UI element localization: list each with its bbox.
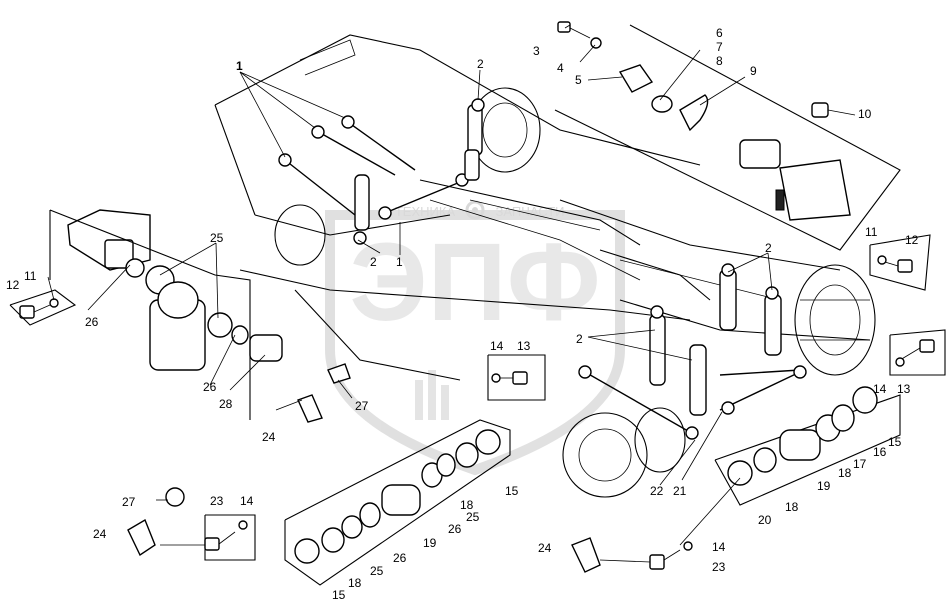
callout-14: 14 xyxy=(490,339,504,353)
callout-13: 13 xyxy=(517,339,531,353)
callout-9: 9 xyxy=(750,64,757,78)
watermark-brand-right: ЗАПЧАСТИ xyxy=(495,204,564,219)
callout-15: 15 xyxy=(505,484,519,498)
callout-17: 17 xyxy=(853,457,867,471)
callout-6: 6 xyxy=(716,26,723,40)
watermark: ЭПФ ТЕХНИКА ЗАПЧАСТИ xyxy=(325,200,625,476)
callout-26: 26 xyxy=(448,522,462,536)
grease-fittings-left xyxy=(297,363,351,423)
logo-shield-icon xyxy=(325,210,625,476)
callout-19: 19 xyxy=(817,479,831,493)
callout-24: 24 xyxy=(538,541,552,555)
callout-25: 25 xyxy=(210,231,224,245)
callout-14: 14 xyxy=(240,494,254,508)
callout-11: 11 xyxy=(865,225,878,239)
bushing-row-lower-center xyxy=(284,419,511,586)
bolt-13-center xyxy=(487,354,546,401)
bolt-3 xyxy=(557,21,591,39)
callout-11: 11 xyxy=(24,269,37,283)
bolt-group-lower-left xyxy=(127,487,256,561)
callout-5: 5 xyxy=(575,73,582,87)
callout-3: 3 xyxy=(533,44,540,58)
callout-12: 12 xyxy=(6,278,20,292)
callout-25: 25 xyxy=(466,510,480,524)
callout-24: 24 xyxy=(93,527,107,541)
callout-1: 1 xyxy=(236,59,243,73)
callout-15: 15 xyxy=(332,588,346,602)
callout-18: 18 xyxy=(838,466,852,480)
wheel-drum-front-left xyxy=(274,204,326,266)
callout-16: 16 xyxy=(873,445,887,459)
wheel-drum-bottom xyxy=(562,407,686,498)
callout-1: 1 xyxy=(396,255,403,269)
inset-fittings xyxy=(554,21,901,251)
watermark-logo: ЭПФ xyxy=(349,221,600,344)
callout-14: 14 xyxy=(712,540,726,554)
callout-23: 23 xyxy=(712,560,726,574)
callout-18: 18 xyxy=(785,500,799,514)
callout-25: 25 xyxy=(370,564,384,578)
callout-18: 18 xyxy=(460,498,474,512)
callout-19: 19 xyxy=(423,536,437,550)
leader-lines xyxy=(47,24,856,563)
reaction-rod-assembly-upper xyxy=(278,98,485,245)
callout-2: 2 xyxy=(370,255,377,269)
callout-labels: 1 2 2 1 2 2 3 4 5 6 7 8 9 10 12 11 11 12… xyxy=(6,26,919,602)
callout-20: 20 xyxy=(758,513,772,527)
callout-18: 18 xyxy=(348,576,362,590)
callout-23: 23 xyxy=(210,494,224,508)
callout-13: 13 xyxy=(897,382,911,396)
bolt-13-right xyxy=(889,329,946,376)
logo-wheat-icon xyxy=(415,370,449,420)
callout-21: 21 xyxy=(673,484,687,498)
callout-10: 10 xyxy=(858,107,872,121)
callout-22: 22 xyxy=(650,484,664,498)
reaction-rod-assembly-lower xyxy=(578,263,807,440)
callout-27: 27 xyxy=(355,399,369,413)
bolt-12-right xyxy=(869,234,931,291)
callout-2: 2 xyxy=(576,332,583,346)
gear-icon xyxy=(465,200,485,220)
callout-7: 7 xyxy=(716,40,723,54)
wheel-drum-right xyxy=(794,264,876,376)
callout-14: 14 xyxy=(873,382,887,396)
bushing-housing-left xyxy=(125,258,283,371)
bolt-group-lower-right xyxy=(571,537,693,573)
callout-8: 8 xyxy=(716,54,723,68)
callout-26: 26 xyxy=(203,380,217,394)
watermark-brand-left: ТЕХНИКА xyxy=(395,204,456,219)
callout-2: 2 xyxy=(765,241,772,255)
callout-2: 2 xyxy=(477,57,484,71)
callout-27: 27 xyxy=(122,495,136,509)
bushing-row-lower-right xyxy=(714,386,901,506)
callout-28: 28 xyxy=(219,397,233,411)
frame-outline xyxy=(214,34,871,381)
callout-24: 24 xyxy=(262,430,276,444)
callout-26: 26 xyxy=(393,551,407,565)
callout-12: 12 xyxy=(905,233,919,247)
callout-4: 4 xyxy=(557,61,564,75)
bolt-12-left xyxy=(9,289,77,326)
callout-15: 15 xyxy=(888,435,902,449)
bracket-left xyxy=(49,209,251,420)
callout-26: 26 xyxy=(85,315,99,329)
